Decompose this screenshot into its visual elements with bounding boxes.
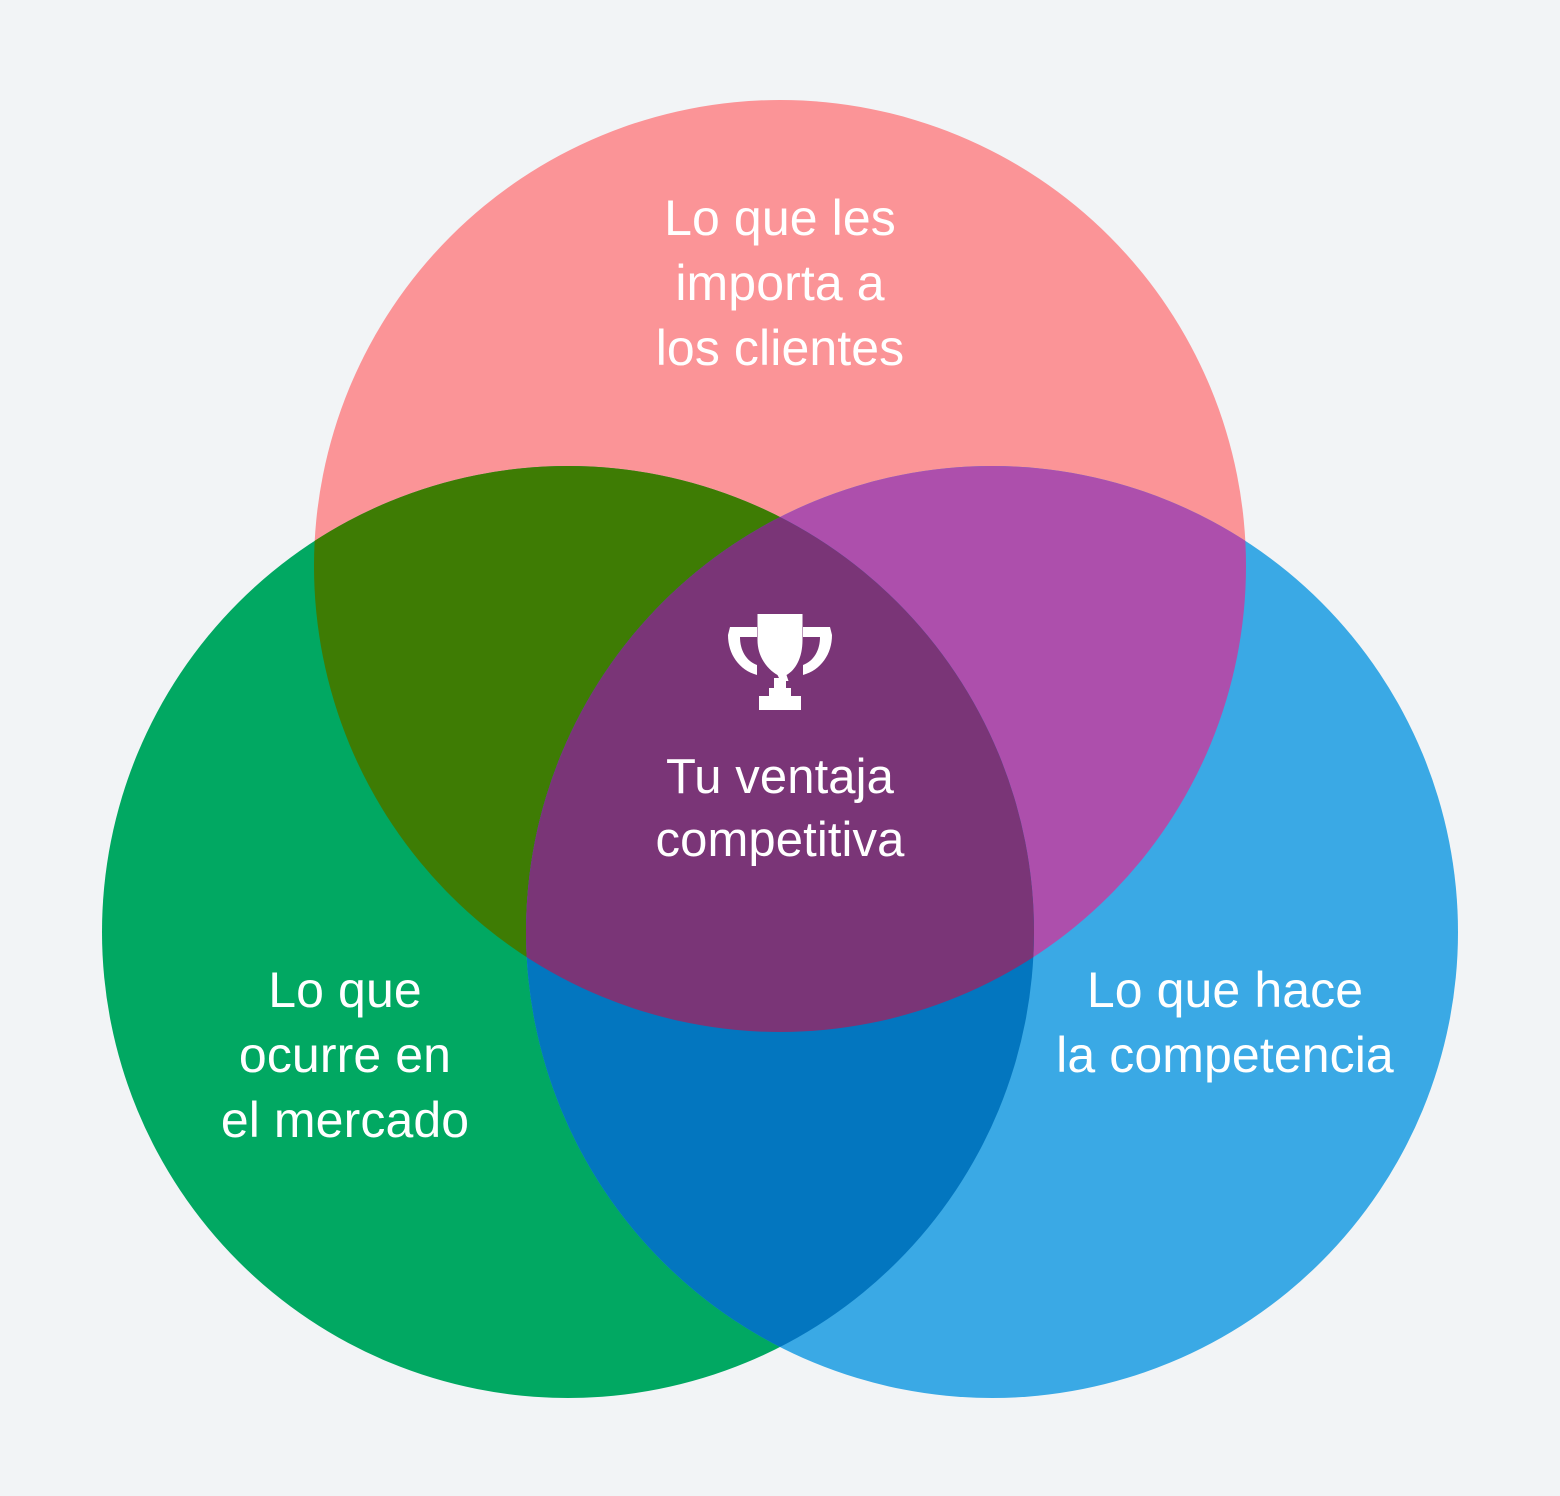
venn-circles — [102, 100, 1458, 1398]
venn-diagram: Lo que les importa a los clientes Lo que… — [102, 100, 1458, 1398]
